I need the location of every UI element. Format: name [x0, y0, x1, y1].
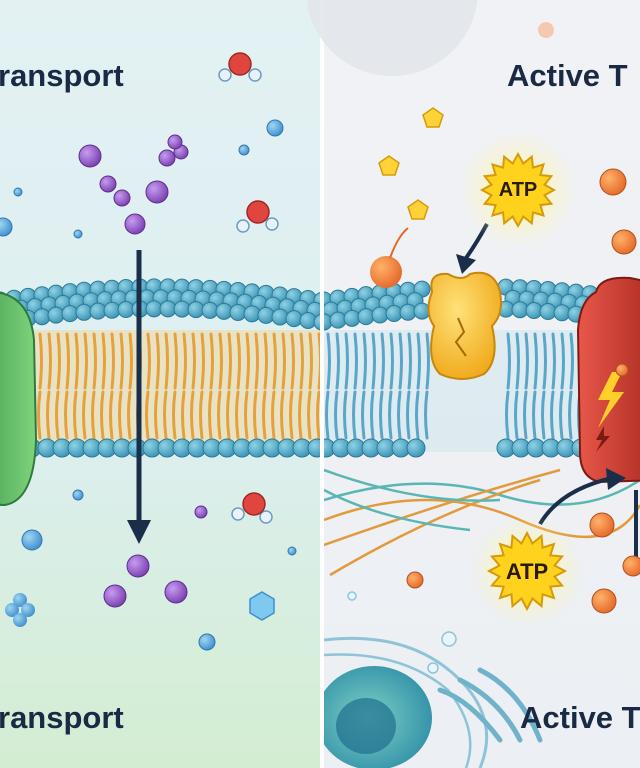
atp-label-bottom: ATP: [505, 559, 549, 584]
lightning-icon: [598, 372, 624, 428]
panel-divider: [320, 0, 324, 768]
hexagon-molecule: [249, 591, 275, 621]
water-molecule: [236, 200, 279, 233]
atp-badge-top: [460, 132, 576, 248]
water-molecule: [231, 492, 273, 524]
pump-arrow: [538, 476, 613, 526]
left-molecules: [0, 119, 297, 651]
right-top-title: Active T: [507, 58, 628, 93]
pentagon-molecules: [378, 107, 444, 220]
right-panel: [324, 107, 640, 768]
clover-molecule: [5, 593, 35, 627]
left-panel: [0, 52, 320, 651]
channel-protein: [0, 291, 38, 507]
atp-label-top: ATP: [498, 179, 538, 201]
left-membrane: [0, 278, 320, 458]
diffusion-arrow-head: [127, 520, 151, 544]
background-dot: [538, 22, 554, 38]
water-molecule: [218, 52, 262, 82]
lightning-small-icon: [596, 426, 610, 452]
atp-badge-bottom: [471, 515, 583, 627]
orange-molecules: [406, 168, 640, 614]
left-top-title: ransport: [0, 58, 124, 93]
small-bubbles: [347, 591, 457, 674]
carrier-protein: [427, 271, 502, 380]
right-bottom-title: Active T: [520, 700, 640, 735]
background-bubble: [306, 0, 478, 76]
left-bottom-title: ransport: [0, 700, 124, 735]
cell: [324, 636, 543, 768]
orange-ligand: [370, 256, 402, 288]
